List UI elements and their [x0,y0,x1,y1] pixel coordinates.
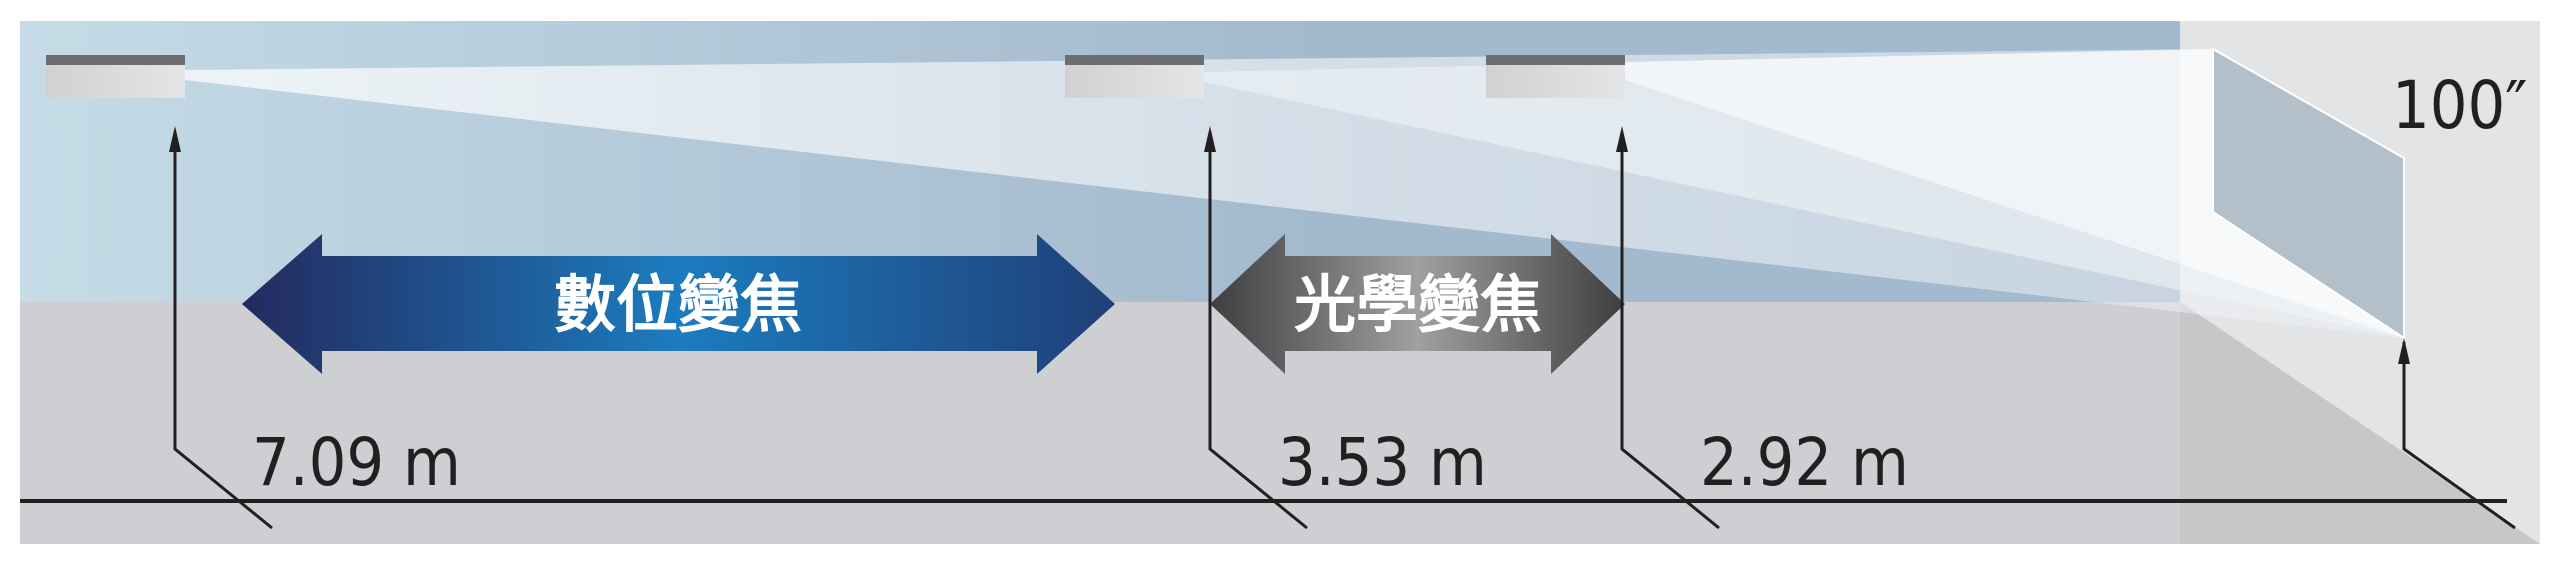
digital-zoom-arrow: 數位變焦 [242,234,1115,374]
distance-label-near: 2.92 m [1700,424,1909,501]
beam-near [1625,49,2404,338]
pointer-far [173,132,273,530]
screen-size-label: 100″ [2392,67,2527,144]
arrowhead-icon [2398,338,2410,364]
distance-label-far: 7.09 m [252,424,461,501]
arrowhead-icon [169,126,181,152]
distance-label-mid: 3.53 m [1278,424,1487,501]
projector-mid [1065,55,1204,98]
pointer-screen [2402,342,2516,530]
projector-near [1486,55,1625,98]
optical-zoom-label: 光學變焦 [1294,268,1542,341]
pointer-mid [1208,132,1308,530]
optical-zoom-arrow: 光學變焦 [1210,234,1625,374]
arrowhead-icon [1204,126,1216,152]
projector-far [46,55,185,98]
arrowhead-icon [1616,126,1628,152]
digital-zoom-label: 數位變焦 [554,268,802,341]
pointer-near [1620,132,1720,530]
